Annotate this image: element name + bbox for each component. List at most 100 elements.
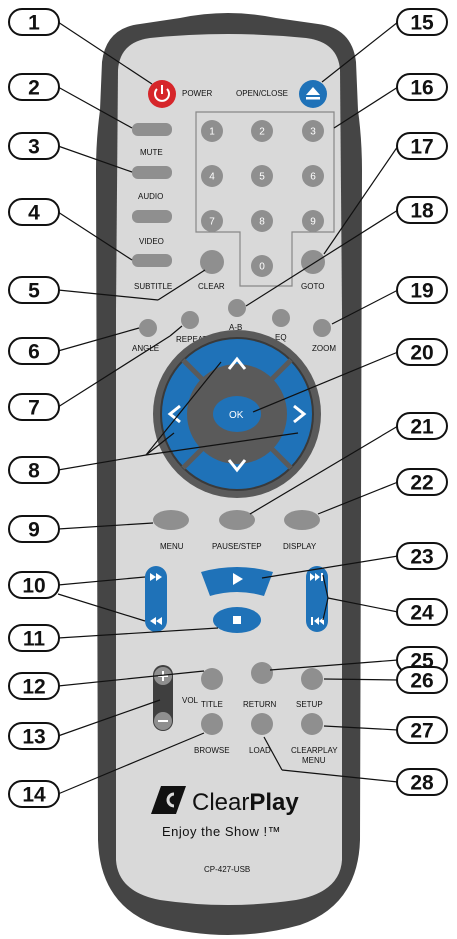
goto-button[interactable] — [301, 250, 325, 274]
display-label: DISPLAY — [283, 542, 317, 551]
open-close-button[interactable] — [299, 80, 327, 108]
keypad-label-0: 0 — [259, 262, 265, 273]
load-button[interactable] — [251, 713, 273, 735]
eq-button[interactable] — [272, 309, 290, 327]
callout-number-16: 16 — [410, 77, 433, 100]
keypad-button-7[interactable]: 7 — [201, 210, 223, 232]
open-close-label: OPEN/CLOSE — [236, 89, 288, 98]
keypad-label-3: 3 — [310, 127, 316, 138]
mute-label: MUTE — [140, 148, 163, 157]
callout-26: 26 — [397, 667, 447, 693]
callout-number-8: 8 — [28, 460, 40, 483]
callout-6: 6 — [9, 338, 59, 364]
callout-number-23: 23 — [410, 546, 433, 569]
audio-label: AUDIO — [138, 192, 163, 201]
keypad-button-4[interactable]: 4 — [201, 165, 223, 187]
keypad-label-5: 5 — [259, 172, 265, 183]
ok-label: OK — [229, 410, 244, 421]
brand-name-light: Clear — [192, 789, 249, 816]
callout-number-21: 21 — [410, 416, 434, 439]
ab-button[interactable] — [228, 299, 246, 317]
callout-number-24: 24 — [410, 602, 434, 625]
volume-down-button[interactable] — [154, 712, 172, 730]
clear-label: CLEAR — [198, 282, 225, 291]
keypad-button-6[interactable]: 6 — [302, 165, 324, 187]
video-button[interactable] — [132, 210, 172, 223]
callout-24: 24 — [397, 599, 447, 625]
callout-4: 4 — [9, 199, 59, 225]
pause-step-button[interactable] — [219, 510, 255, 530]
zoom-label: ZOOM — [312, 344, 336, 353]
callout-10: 10 — [9, 572, 59, 598]
clearplay-menu-button[interactable] — [301, 713, 323, 735]
mute-button[interactable] — [132, 123, 172, 136]
keypad-button-9[interactable]: 9 — [302, 210, 324, 232]
ok-button[interactable]: OK — [213, 396, 261, 432]
callout-number-28: 28 — [410, 772, 434, 795]
callout-1: 1 — [9, 9, 59, 35]
callout-number-18: 18 — [410, 200, 434, 223]
callout-14: 14 — [9, 781, 59, 807]
brand-tagline: Enjoy the Show !™ — [162, 824, 281, 839]
keypad-button-3[interactable]: 3 — [302, 120, 324, 142]
navigation-dpad: OK — [153, 330, 321, 498]
callout-number-10: 10 — [22, 575, 45, 598]
callout-17: 17 — [397, 133, 447, 159]
browse-button[interactable] — [201, 713, 223, 735]
vol-label: VOL — [182, 696, 199, 705]
keypad-button-1[interactable]: 1 — [201, 120, 223, 142]
keypad-button-5[interactable]: 5 — [251, 165, 273, 187]
callout-20: 20 — [397, 339, 447, 365]
callout-11: 11 — [9, 625, 59, 651]
callout-number-11: 11 — [23, 628, 46, 651]
keypad-button-2[interactable]: 2 — [251, 120, 273, 142]
keypad-button-8[interactable]: 8 — [251, 210, 273, 232]
menu-label: MENU — [160, 542, 184, 551]
subtitle-button[interactable] — [132, 254, 172, 267]
title-button[interactable] — [201, 668, 223, 690]
browse-label: BROWSE — [194, 746, 230, 755]
track-skip-rocker — [306, 566, 328, 632]
callout-number-17: 17 — [410, 136, 433, 159]
callout-number-4: 4 — [28, 202, 40, 225]
callout-15: 15 — [397, 9, 447, 35]
model-number: CP-427-USB — [204, 865, 250, 874]
goto-label: GOTO — [301, 282, 324, 291]
callout-number-15: 15 — [410, 12, 434, 35]
callout-number-5: 5 — [28, 280, 40, 303]
subtitle-label: SUBTITLE — [134, 282, 172, 291]
callout-22: 22 — [397, 469, 447, 495]
callout-number-9: 9 — [28, 519, 40, 542]
setup-label: SETUP — [296, 700, 323, 709]
callout-12: 12 — [9, 673, 59, 699]
zoom-button[interactable] — [313, 319, 331, 337]
return-button[interactable] — [251, 662, 273, 684]
keypad-label-1: 1 — [209, 127, 215, 138]
audio-button[interactable] — [132, 166, 172, 179]
callout-28: 28 — [397, 769, 447, 795]
keypad-label-8: 8 — [259, 217, 265, 228]
stop-button[interactable] — [213, 607, 261, 633]
stop-icon — [233, 616, 241, 624]
display-button[interactable] — [284, 510, 320, 530]
brand-name-bold: Play — [249, 789, 299, 816]
play-button[interactable] — [201, 567, 273, 596]
title-label: TITLE — [201, 700, 223, 709]
setup-button[interactable] — [301, 668, 323, 690]
angle-button[interactable] — [139, 319, 157, 337]
clearplay-menu-label-line2: MENU — [302, 756, 326, 765]
pause-step-label: PAUSE/STEP — [212, 542, 262, 551]
menu-button[interactable] — [153, 510, 189, 530]
callout-8: 8 — [9, 457, 59, 483]
callout-5: 5 — [9, 277, 59, 303]
callout-number-14: 14 — [22, 784, 46, 807]
callout-number-22: 22 — [410, 472, 433, 495]
power-button[interactable] — [148, 80, 176, 108]
keypad-label-6: 6 — [310, 172, 316, 183]
repeat-button[interactable] — [181, 311, 199, 329]
fast-forward-rewind-rocker — [145, 566, 167, 632]
keypad-label-9: 9 — [310, 217, 316, 228]
callout-number-3: 3 — [28, 136, 40, 159]
keypad-button-0[interactable]: 0 — [251, 255, 273, 277]
